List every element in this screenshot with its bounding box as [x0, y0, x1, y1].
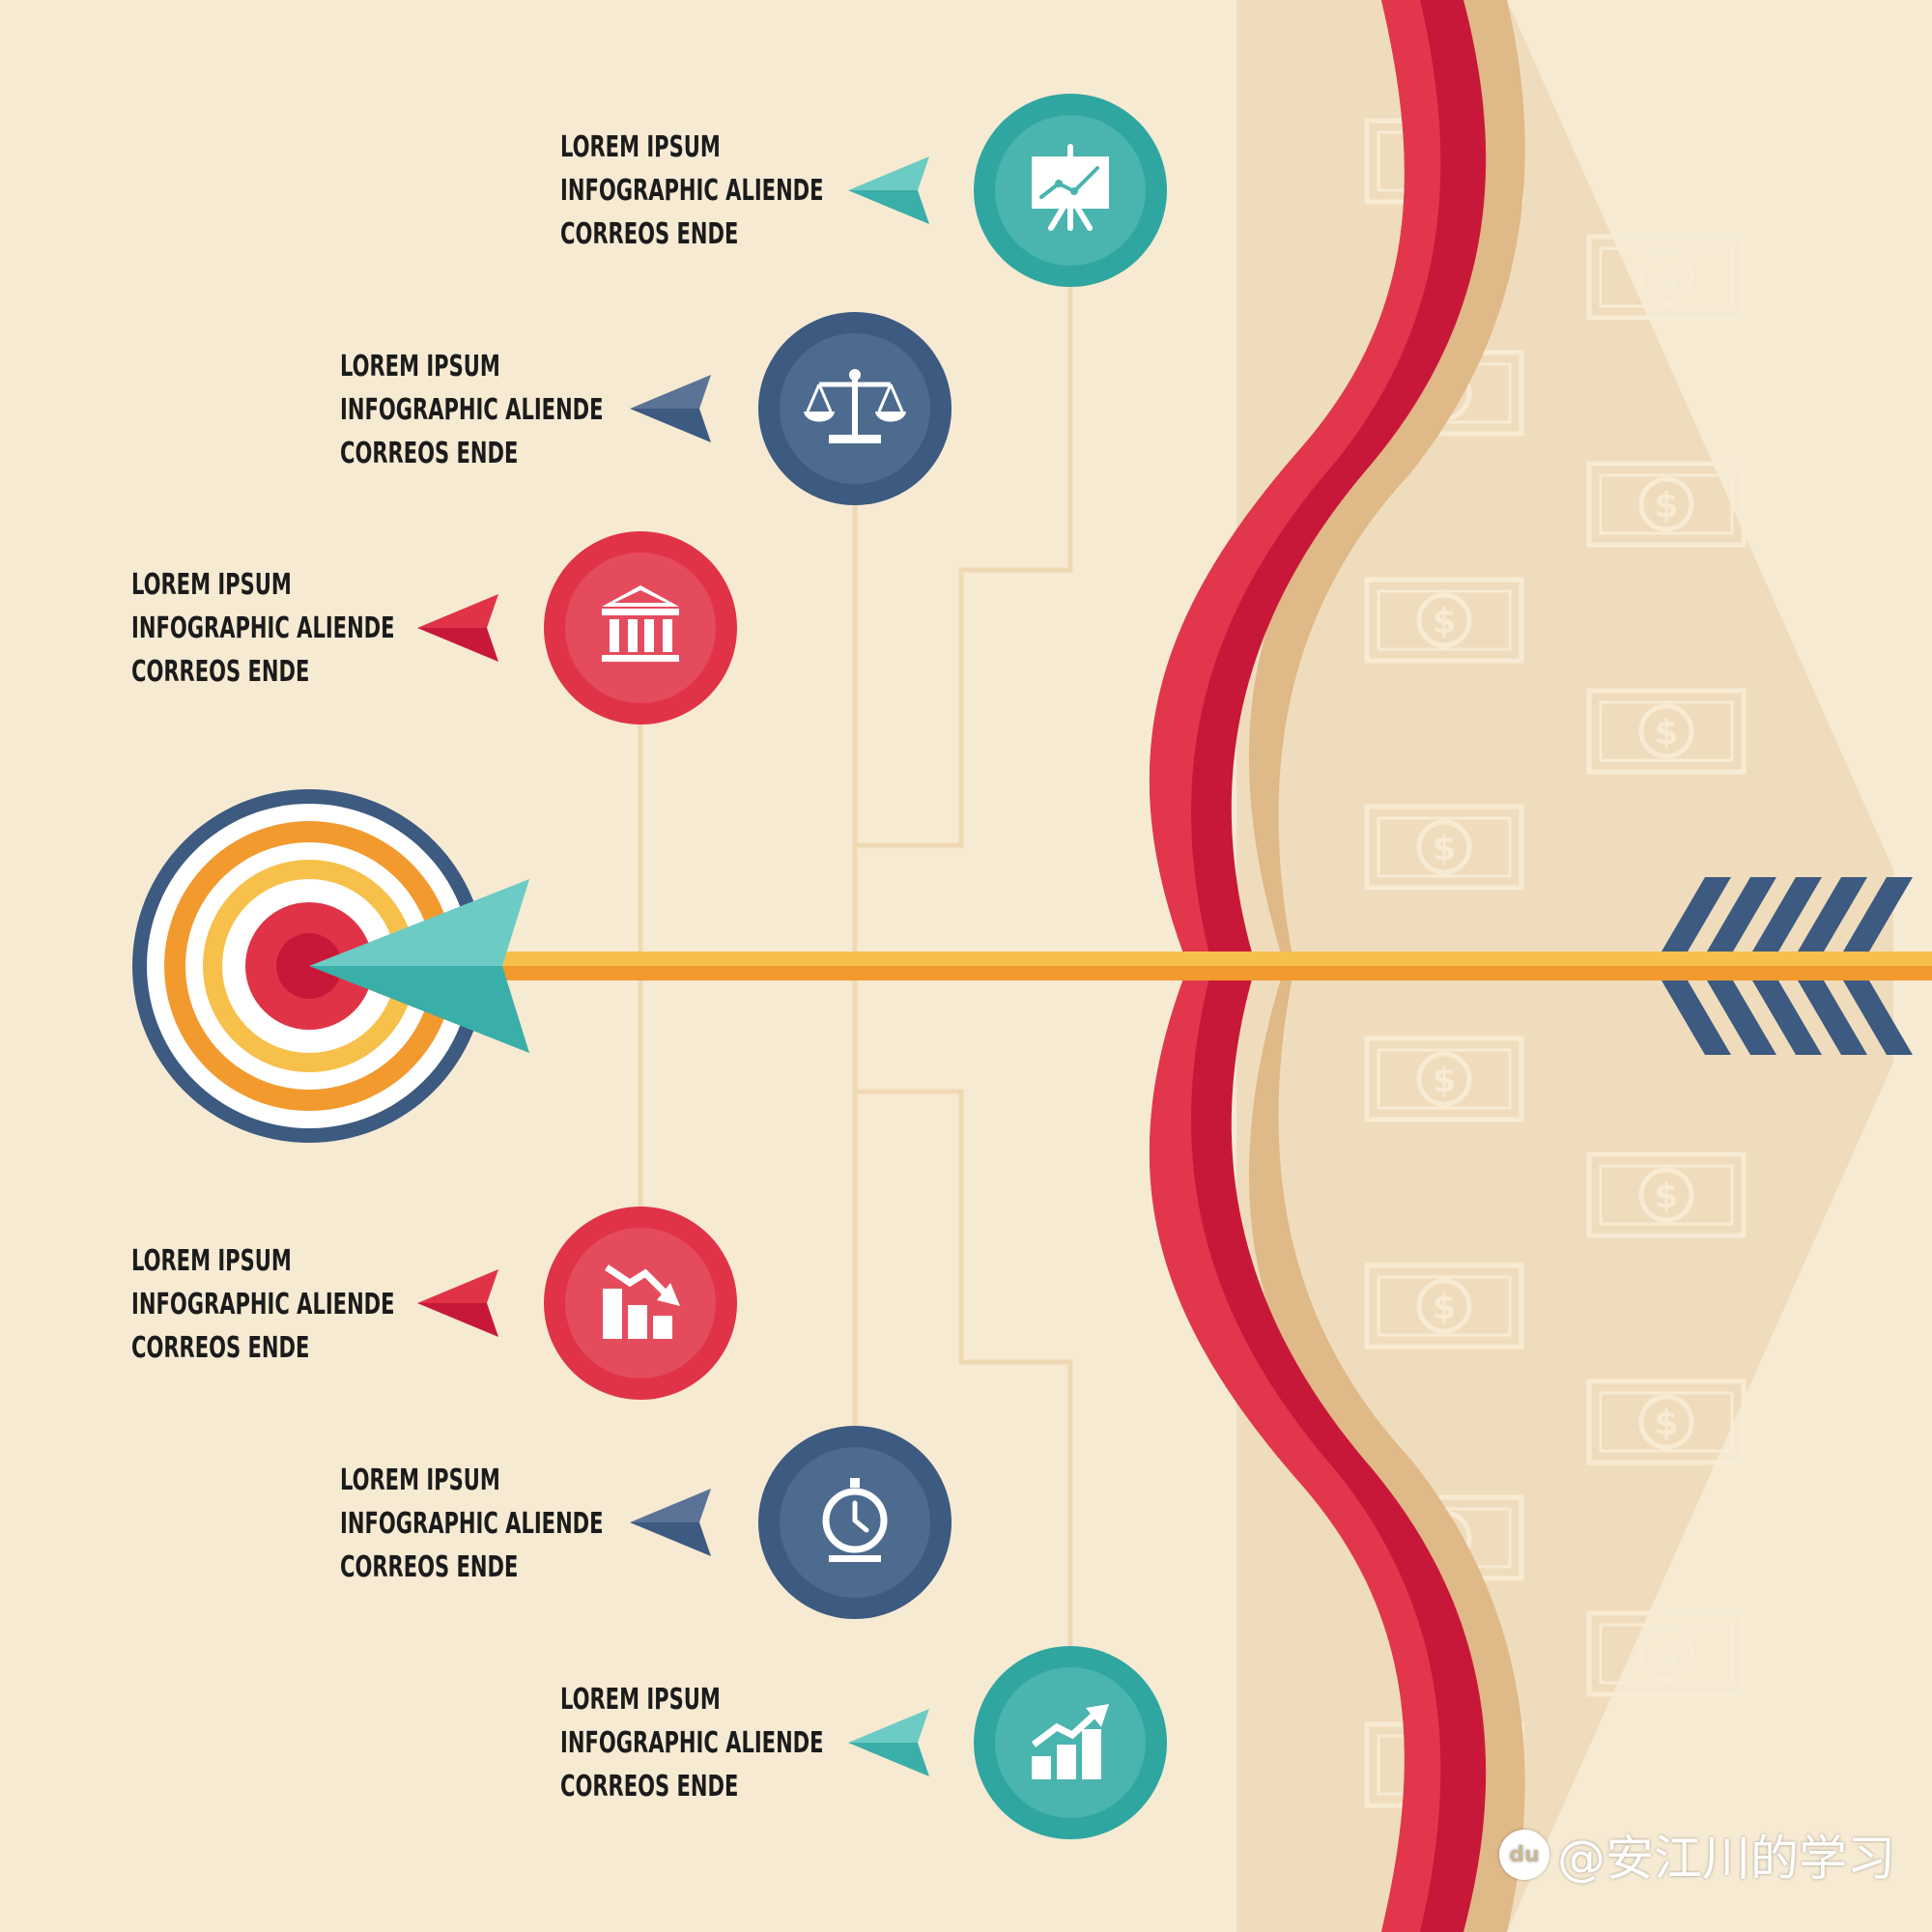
watermark-text: @安江川的学习	[1557, 1831, 1895, 1887]
pointer-arrowhead-2	[630, 375, 711, 442]
pointer-arrowhead-1	[848, 156, 929, 224]
item-circle-2	[758, 312, 952, 505]
chart-up-icon	[1031, 1704, 1109, 1779]
item-label-3-line-1: LOREM IPSUM	[131, 568, 292, 602]
pointer-arrowhead-5	[630, 1489, 711, 1556]
item-circle-6	[974, 1646, 1167, 1839]
item-circle-4	[544, 1207, 737, 1400]
item-label-1-line-3: CORREOS ENDE	[560, 217, 739, 251]
item-label-1-line-2: INFOGRAPHIC ALIENDE	[560, 174, 824, 208]
item-label-5-line-2: INFOGRAPHIC ALIENDE	[340, 1507, 604, 1541]
item-label-5: LOREM IPSUM INFOGRAPHIC ALIENDE CORREOS …	[340, 1459, 604, 1589]
stopwatch-icon	[822, 1478, 888, 1562]
pointer-arrowhead-6	[848, 1709, 929, 1776]
item-label-2-line-1: LOREM IPSUM	[340, 350, 500, 384]
arrow-fletching	[1662, 877, 1913, 1055]
presentation-board-icon	[1032, 144, 1109, 231]
item-circle-1	[974, 94, 1167, 287]
item-label-6-line-3: CORREOS ENDE	[560, 1770, 739, 1804]
item-label-2-line-3: CORREOS ENDE	[340, 437, 519, 470]
bow-background-shape	[1488, 0, 1932, 1932]
arrow-shaft	[502, 952, 1932, 980]
item-label-5-line-1: LOREM IPSUM	[340, 1463, 500, 1497]
pointer-arrowhead-4	[417, 1269, 498, 1337]
item-label-3: LOREM IPSUM INFOGRAPHIC ALIENDE CORREOS …	[131, 563, 395, 694]
chart-down-icon	[603, 1264, 680, 1339]
item-label-4: LOREM IPSUM INFOGRAPHIC ALIENDE CORREOS …	[131, 1239, 395, 1370]
bank-icon	[602, 585, 679, 662]
scales-icon	[804, 369, 906, 443]
paw-logo-icon: du	[1499, 1830, 1549, 1880]
arrow-head	[309, 879, 529, 1053]
watermark: du @安江川的学习	[1499, 1820, 1895, 1889]
item-circle-5	[758, 1426, 952, 1619]
item-label-3-line-3: CORREOS ENDE	[131, 655, 310, 689]
item-label-2: LOREM IPSUM INFOGRAPHIC ALIENDE CORREOS …	[340, 345, 604, 475]
item-label-5-line-3: CORREOS ENDE	[340, 1550, 519, 1584]
item-label-6-line-1: LOREM IPSUM	[560, 1683, 721, 1717]
item-label-3-line-2: INFOGRAPHIC ALIENDE	[131, 611, 395, 645]
item-label-2-line-2: INFOGRAPHIC ALIENDE	[340, 393, 604, 427]
item-label-4-line-2: INFOGRAPHIC ALIENDE	[131, 1288, 395, 1321]
item-label-1-line-1: LOREM IPSUM	[560, 130, 721, 164]
bow-shadow	[1248, 0, 1525, 1932]
pointer-arrowhead-3	[417, 594, 498, 662]
item-label-6: LOREM IPSUM INFOGRAPHIC ALIENDE CORREOS …	[560, 1678, 824, 1808]
item-label-4-line-1: LOREM IPSUM	[131, 1244, 292, 1278]
item-label-1: LOREM IPSUM INFOGRAPHIC ALIENDE CORREOS …	[560, 126, 824, 256]
item-circle-3	[544, 531, 737, 724]
item-label-6-line-2: INFOGRAPHIC ALIENDE	[560, 1726, 824, 1760]
item-label-4-line-3: CORREOS ENDE	[131, 1331, 310, 1365]
